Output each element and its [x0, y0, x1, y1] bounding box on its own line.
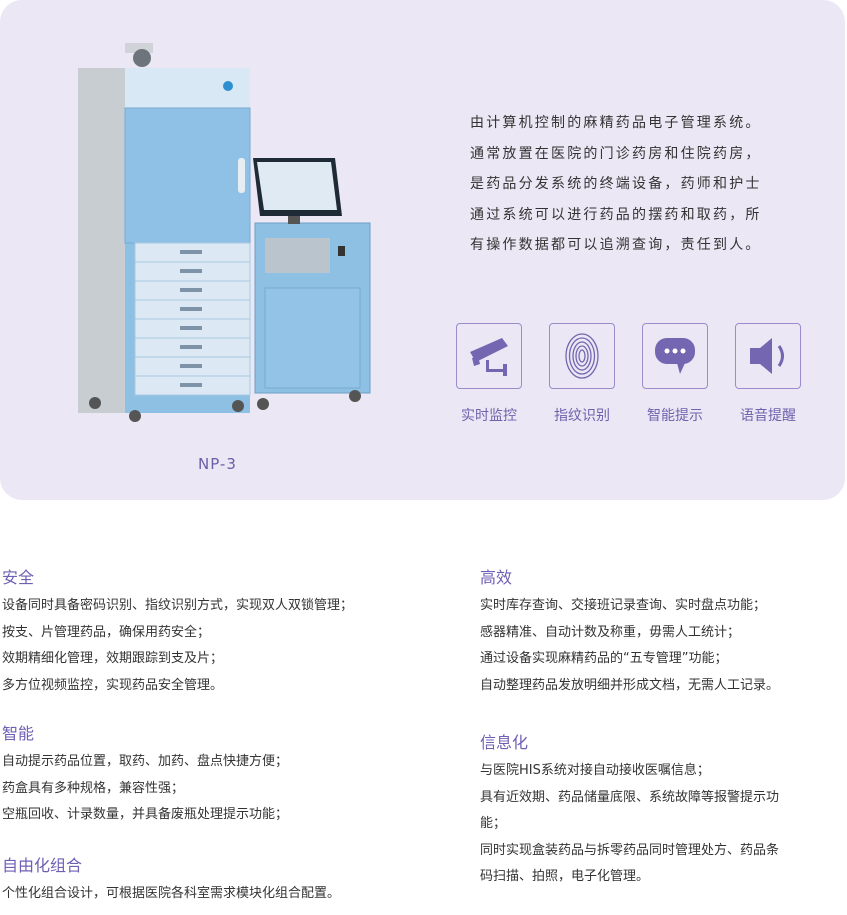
section-line: 码扫描、拍照，电子化管理。: [480, 869, 650, 884]
description-line: 是药品分发系统的终端设备，药师和护士: [470, 176, 762, 192]
description-line: 通过系统可以进行药品的摆药和取药，所: [470, 206, 762, 223]
chat-bubble-icon: [655, 338, 695, 374]
section-efficient: 高效 实时库存查询、交接班记录查询、实时盘点功能； 感器精准、自动计数及称重，毋…: [480, 567, 779, 699]
description-line: 由计算机控制的麻精药品电子管理系统。: [470, 115, 762, 131]
section-line: 空瓶回收、计录数量，并具备废瓶处理提示功能；: [2, 807, 289, 822]
section-smart: 智能 自动提示药品位置，取药、加药、盘点快捷方便； 药盒具有多种规格，兼容性强；…: [2, 723, 288, 829]
section-safety: 安全 设备同时具备密码识别、指纹识别方式，实现双人双锁管理； 按支、片管理药品，…: [2, 567, 353, 699]
feature-label: 实时监控: [461, 408, 517, 424]
section-line: 通过设备实现麻精药品的“五专管理”功能；: [480, 651, 728, 666]
model-name: NP-3: [198, 455, 237, 473]
cabinet-illustration: [78, 43, 371, 422]
section-title: 自由化组合: [2, 856, 83, 875]
section-line: 能；: [480, 816, 507, 831]
section-line: 实时库存查询、交接班记录查询、实时盘点功能；: [480, 598, 767, 613]
product-description: 由计算机控制的麻精药品电子管理系统。 通常放置在医院的门诊药房和住院药房， 是药…: [470, 108, 800, 261]
section-title: 高效: [480, 568, 513, 587]
feature-voice: 语音提醒: [735, 323, 801, 425]
feature-label: 指纹识别: [554, 408, 610, 424]
feature-label: 智能提示: [647, 408, 703, 424]
section-combination: 自由化组合 个性化组合设计，可根据医院各科室需求模块化组合配置。: [2, 855, 340, 908]
section-line: 设备同时具备密码识别、指纹识别方式，实现双人双锁管理；: [2, 598, 354, 613]
fingerprint-icon: [565, 333, 599, 379]
feature-smart-hint: 智能提示: [642, 323, 708, 425]
section-title: 智能: [2, 724, 35, 743]
description-line: 通常放置在医院的门诊药房和住院药房，: [470, 145, 762, 162]
section-line: 药盒具有多种规格，兼容性强；: [2, 780, 185, 796]
section-line: 感器精准、自动计数及称重，毋需人工统计；: [480, 624, 741, 640]
section-line: 具有近效期、药品储量底限、系统故障等报警提示功: [480, 789, 780, 805]
cctv-camera-icon: [470, 338, 508, 376]
section-line: 多方位视频监控，实现药品安全管理。: [2, 677, 224, 693]
feature-fingerprint: 指纹识别: [549, 323, 615, 425]
product-panel: NP-3 由计算机控制的麻精药品电子管理系统。 通常放置在医院的门诊药房和住院药…: [0, 0, 845, 500]
speaker-icon: [750, 338, 784, 374]
section-title: 安全: [2, 568, 35, 587]
section-line: 按支、片管理药品，确保用药安全；: [2, 624, 211, 640]
section-line: 个性化组合设计，可根据医院各科室需求模块化组合配置。: [2, 886, 341, 901]
section-line: 同时实现盒装药品与拆零药品同时管理处方、药品条: [480, 842, 780, 858]
section-title: 信息化: [480, 733, 529, 752]
section-line: 与医院HIS系统对接自动接收医嘱信息；: [480, 763, 710, 778]
feature-label: 语音提醒: [740, 408, 796, 424]
feature-monitoring: 实时监控: [456, 323, 522, 425]
section-line: 效期精细化管理，效期跟踪到支及片；: [2, 651, 224, 666]
section-informatization: 信息化 与医院HIS系统对接自动接收医嘱信息； 具有近效期、药品储量底限、系统故…: [480, 732, 779, 891]
section-line: 自动整理药品发放明细并形成文档，无需人工记录。: [480, 677, 780, 693]
section-line: 自动提示药品位置，取药、加药、盘点快捷方便；: [2, 754, 289, 769]
description-line: 有操作数据都可以追溯查询，责任到人。: [470, 237, 762, 253]
